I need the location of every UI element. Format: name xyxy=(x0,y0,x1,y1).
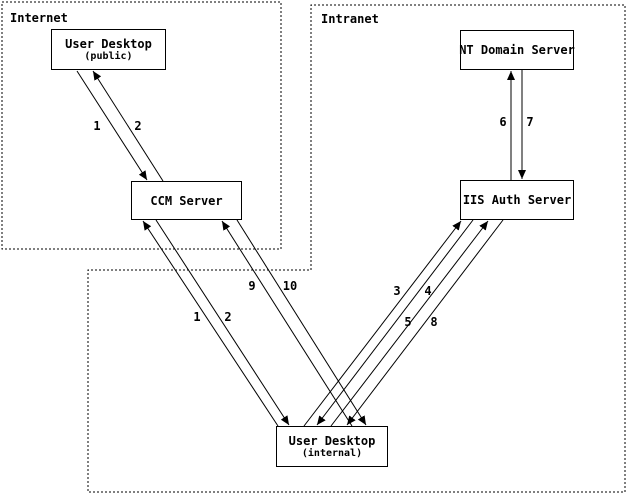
edge-line-ccm-server-to-user-desktop-internal-step-2 xyxy=(155,219,290,426)
node-title: IIS Auth Server xyxy=(462,193,572,207)
node-nt-domain-server: NT Domain Server xyxy=(459,30,575,70)
edge-line-user-desktop-public-to-ccm-server-step-1 xyxy=(76,70,148,181)
edge-label-step-5: 5 xyxy=(404,315,412,329)
zone-label-internet: Internet xyxy=(10,11,68,25)
edge-label-step-1-public: 1 xyxy=(93,119,101,133)
edge-label-step-7: 7 xyxy=(526,115,534,129)
edge-label-step-2-public: 2 xyxy=(134,119,142,133)
zone-label-intranet: Intranet xyxy=(321,12,379,26)
edge-line-user-desktop-internal-to-ccm-server-step-9 xyxy=(221,220,353,427)
edge-label-step-4: 4 xyxy=(424,284,432,298)
edge-line-ccm-server-to-user-desktop-internal-step-10 xyxy=(236,219,367,426)
node-title: User Desktop xyxy=(65,36,152,51)
node-iis-auth-server: IIS Auth Server xyxy=(460,180,574,220)
node-ccm-server: CCM Server xyxy=(131,181,242,220)
node-user-desktop-public: User Desktop (public) xyxy=(51,29,166,70)
edge-line-iis-auth-server-to-user-desktop-internal-step-8 xyxy=(346,219,504,426)
node-title: CCM Server xyxy=(150,193,223,208)
edge-label-step-10: 10 xyxy=(282,279,298,293)
zone-outline-internet xyxy=(1,1,282,250)
edge-line-user-desktop-internal-to-iis-auth-server-step-5 xyxy=(330,220,489,427)
zone-outline-intranet xyxy=(87,4,626,493)
node-user-desktop-internal: User Desktop (internal) xyxy=(276,426,388,467)
edge-line-user-desktop-internal-to-ccm-server-step-1 xyxy=(142,220,279,427)
edge-label-step-1-internal: 1 xyxy=(193,310,201,324)
node-title: User Desktop xyxy=(288,433,376,448)
edge-label-step-6: 6 xyxy=(499,115,507,129)
edge-line-ccm-server-to-user-desktop-public-step-2 xyxy=(92,70,164,182)
edge-label-step-2-internal: 2 xyxy=(224,310,232,324)
edge-label-step-8: 8 xyxy=(430,315,438,329)
node-title: NT Domain Server xyxy=(459,43,575,57)
edge-label-step-3: 3 xyxy=(393,284,401,298)
edge-line-user-desktop-internal-to-iis-auth-server-step-3 xyxy=(303,220,462,427)
edge-label-step-9: 9 xyxy=(248,279,256,293)
node-subtitle: (internal) xyxy=(301,447,363,459)
edge-line-iis-auth-server-to-user-desktop-internal-step-4 xyxy=(316,219,474,426)
node-subtitle: (public) xyxy=(84,50,133,62)
